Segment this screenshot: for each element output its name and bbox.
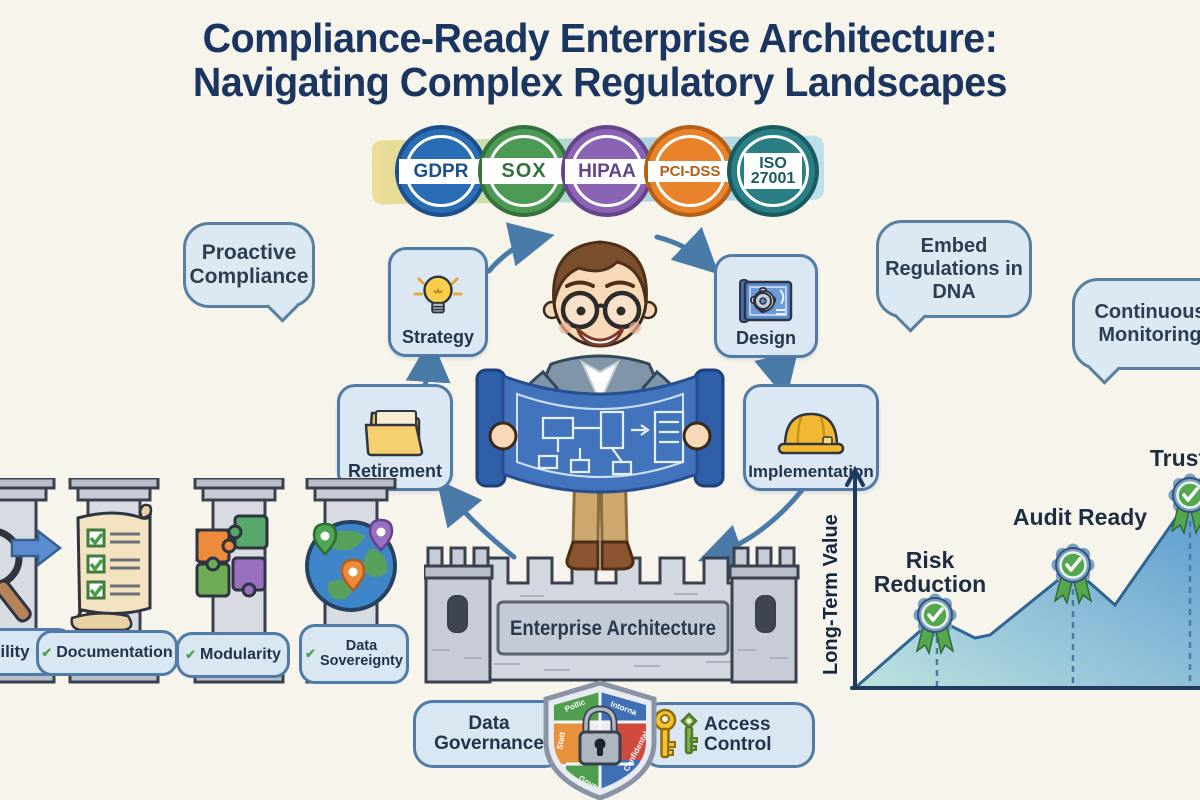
left-boot <box>565 540 600 571</box>
left-hand <box>488 421 518 451</box>
data-governance-label: Data Governance <box>434 713 544 754</box>
title-line-2: Navigating Complex Regulatory Landscapes <box>192 59 1008 106</box>
access-control-label: Access Control <box>704 714 772 755</box>
left-tower <box>424 546 494 684</box>
stage-label-design: Design <box>735 328 796 348</box>
location-pins <box>312 518 394 592</box>
milestone-label-audit-ready: Audit Ready <box>1012 504 1148 530</box>
bubble-text: Continuous Monitoring <box>1094 301 1200 346</box>
chart-y-axis-label: Long-Term Value <box>820 514 842 675</box>
architect-figure <box>475 240 725 571</box>
globe-pins-icon <box>305 518 397 612</box>
stage-label-retirement: Retirement <box>347 461 443 481</box>
eyebrows <box>565 280 635 288</box>
badge-sox: SOX <box>478 125 570 217</box>
security-shield-icon: Pollic Intorna Statt Confidental Gover <box>543 680 657 800</box>
left-blush <box>559 322 571 334</box>
left-eye <box>576 306 586 316</box>
svg-text:Statt: Statt <box>555 731 567 750</box>
bubble-text: Embed Regulations in DNA <box>885 234 1023 303</box>
stage-label-implementation: Implementation <box>748 462 874 481</box>
badge-pci-dss: PCI-DSS <box>644 125 736 217</box>
green-key <box>680 712 698 755</box>
speech-bubble-continuous-monitoring: Continuous Monitoring <box>1072 278 1200 370</box>
badge-iso-27001-label: ISO 27001 <box>744 152 802 190</box>
smile <box>575 326 625 347</box>
right-tower <box>728 546 800 684</box>
speech-bubble-proactive-compliance: Proactive Compliance <box>183 222 315 308</box>
right-blush <box>629 322 641 334</box>
castle-plaque <box>496 600 730 656</box>
castle-plaque-label: Enterprise Architecture <box>510 617 716 640</box>
bubble-text: Proactive Compliance <box>189 240 309 288</box>
scroll-checklist-icon <box>70 503 153 634</box>
page-title: Compliance-Ready Enterprise Architecture… <box>0 16 1200 105</box>
right-eye <box>616 306 626 316</box>
badge-sox-label: SOX <box>482 158 566 184</box>
arrow-castle-to-retirement <box>436 479 517 560</box>
milestone-guides <box>935 510 1192 686</box>
checklist <box>86 528 140 600</box>
blueprint-flowchart <box>537 410 685 476</box>
shirt <box>579 359 621 405</box>
pillar-label-data-sovereignty: ✔ Data Sovereignty <box>299 624 409 684</box>
blueprint-gear-icon <box>739 279 793 323</box>
keys-icon <box>653 708 698 759</box>
check-icon: ✔ <box>41 645 53 661</box>
milestone-label-trust: Trust <box>1149 445 1200 471</box>
glasses-bridge <box>595 303 607 309</box>
award-badge-trust <box>1166 471 1200 535</box>
badge-hipaa-label: HIPAA <box>565 158 649 184</box>
arrow-strategy-to-architect <box>486 222 555 274</box>
badge-hipaa: HIPAA <box>561 125 653 217</box>
arrow-architect-to-design <box>654 227 719 275</box>
shield-quadrants: Pollic Intorna Statt Confidental Gover <box>554 692 646 789</box>
axes <box>845 465 1200 690</box>
puzzle-icon <box>195 514 269 598</box>
badge-gdpr-label: GDPR <box>399 158 483 184</box>
hard-hat-icon <box>777 412 845 455</box>
speech-bubble-embed-regulations: Embed Regulations in DNA <box>876 220 1032 318</box>
stage-card-retirement: Retirement <box>337 384 453 491</box>
lightbulb-icon <box>413 275 463 314</box>
check-icon: ✔ <box>185 647 196 663</box>
badge-pci-dss-label: PCI-DSS <box>648 160 732 182</box>
yellow-key <box>653 708 677 759</box>
title-line-1: Compliance-Ready Enterprise Architecture… <box>202 15 998 61</box>
access-control-pill: Access Control <box>641 702 815 768</box>
pillar-label-modularity: ✔ Modularity <box>176 632 290 678</box>
arrow-implementation-to-castle <box>697 482 809 568</box>
right-hand <box>682 421 712 451</box>
wall-bricks <box>494 593 732 671</box>
pillar-label-documentation: ✔ Documentation <box>36 630 178 676</box>
right-boot <box>600 540 635 571</box>
folder-icon <box>364 410 424 457</box>
check-icon: ✔ <box>305 646 316 662</box>
badge-gdpr: GDPR <box>395 125 487 217</box>
long-term-value-chart <box>845 465 1200 690</box>
data-governance-pill: Data Governance <box>413 700 565 768</box>
magnifier-arrow-icon <box>0 528 63 623</box>
milestone-label-risk-reduction: Risk Reduction <box>873 547 987 598</box>
badge-iso-27001: ISO 27001 <box>727 125 819 217</box>
hair <box>552 240 648 305</box>
